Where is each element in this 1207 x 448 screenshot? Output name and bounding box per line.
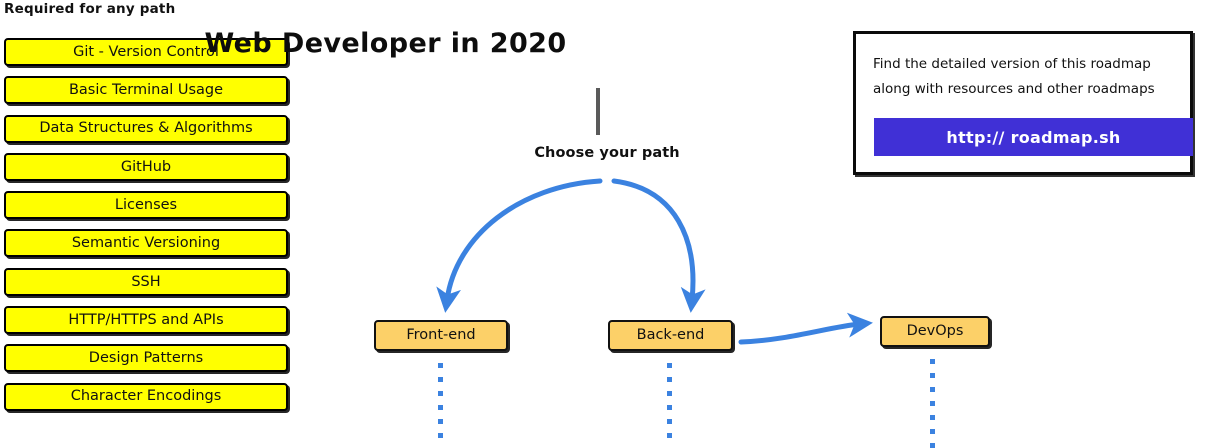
- required-topic-box[interactable]: Git - Version Control: [4, 38, 288, 66]
- choose-your-path-label: Choose your path: [534, 145, 680, 161]
- info-card-text: Find the detailed version of this roadma…: [873, 52, 1179, 102]
- required-topic-box[interactable]: Character Encodings: [4, 382, 288, 411]
- required-topic-box[interactable]: GitHub: [4, 152, 288, 181]
- roadmap-link-button[interactable]: http:// roadmap.sh: [874, 118, 1193, 156]
- arrow-to-frontend: [436, 178, 603, 313]
- required-topic-box[interactable]: HTTP/HTTPS and APIs: [4, 306, 288, 335]
- trunk-connector-line: [596, 88, 600, 135]
- required-topic-box[interactable]: Design Patterns: [4, 344, 288, 373]
- roadmap-link-label: http:// roadmap.sh: [946, 127, 1121, 147]
- dotted-trail-devops: [930, 359, 935, 448]
- path-box-label: Front-end: [406, 327, 476, 344]
- required-topic-label: Data Structures & Algorithms: [39, 120, 253, 137]
- required-topics-list: Git - Version Control Basic Terminal Usa…: [4, 38, 288, 421]
- required-topic-box[interactable]: Basic Terminal Usage: [4, 76, 288, 105]
- required-topic-box[interactable]: Data Structures & Algorithms: [4, 114, 288, 143]
- required-topic-label: SSH: [131, 273, 161, 290]
- path-box-label: DevOps: [906, 323, 964, 340]
- required-topic-label: Licenses: [114, 196, 178, 213]
- required-topic-box[interactable]: SSH: [4, 267, 288, 296]
- path-box-back-end[interactable]: Back-end: [608, 320, 733, 351]
- dotted-trail-back-end: [667, 363, 672, 438]
- dotted-trail-front-end: [438, 363, 443, 438]
- required-topic-label: Character Encodings: [70, 388, 222, 405]
- required-topic-box[interactable]: Licenses: [4, 191, 288, 220]
- path-box-front-end[interactable]: Front-end: [374, 320, 508, 351]
- required-topic-label: Design Patterns: [88, 350, 204, 367]
- required-topic-label: GitHub: [120, 158, 172, 175]
- required-topic-label: Git - Version Control: [73, 43, 219, 60]
- required-topic-label: Basic Terminal Usage: [68, 82, 224, 99]
- required-for-any-path-heading: Required for any path: [4, 1, 176, 17]
- info-card-line-2: along with resources and other roadmaps: [873, 81, 1155, 97]
- arrow-backend-to-devops: [738, 312, 873, 345]
- info-card-line-1: Find the detailed version of this roadma…: [873, 56, 1151, 72]
- info-card: Find the detailed version of this roadma…: [853, 31, 1193, 175]
- path-box-devops[interactable]: DevOps: [880, 316, 990, 347]
- path-box-label: Back-end: [636, 327, 705, 344]
- required-topic-label: HTTP/HTTPS and APIs: [68, 311, 224, 328]
- required-topic-box[interactable]: Semantic Versioning: [4, 229, 288, 258]
- arrow-to-backend: [611, 178, 706, 313]
- required-topic-label: Semantic Versioning: [71, 235, 221, 252]
